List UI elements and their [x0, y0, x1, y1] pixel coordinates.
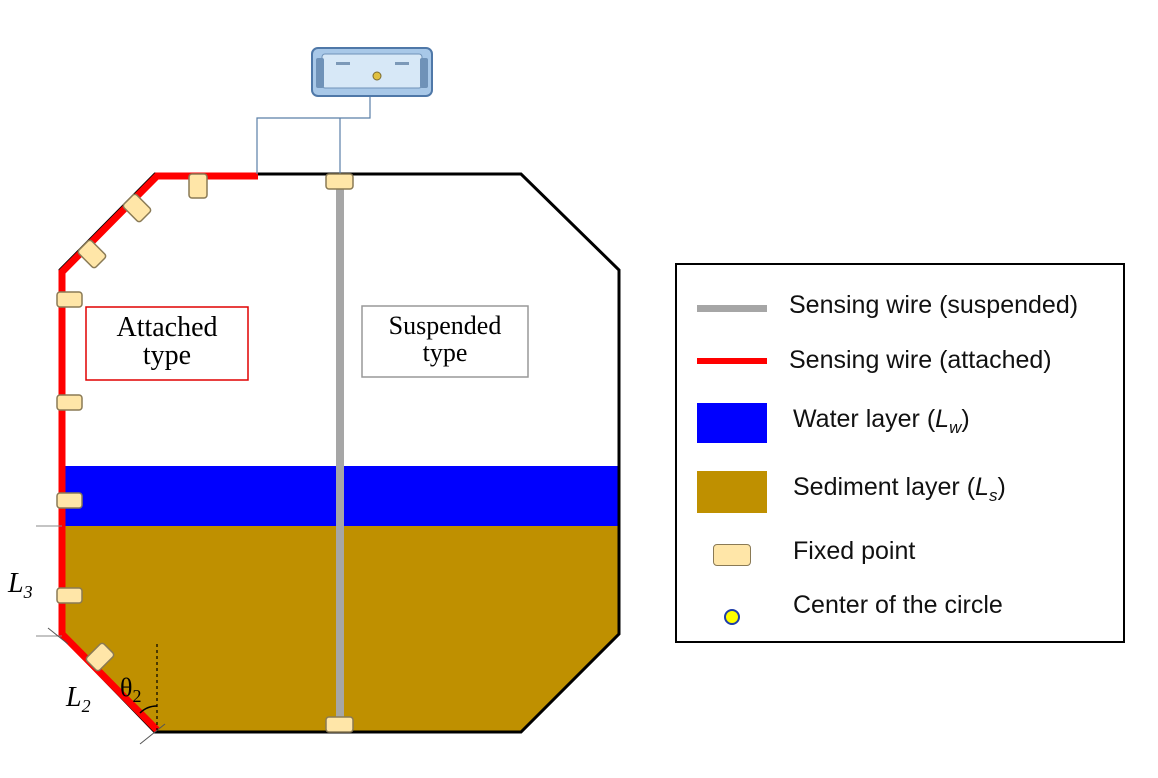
fixed-point [56, 291, 83, 308]
legend-row-sediment-layer: Sediment layer (Ls) [677, 469, 1123, 513]
legend-row-fixed-point: Fixed point [677, 533, 1123, 577]
fixed-points-suspended [325, 173, 354, 733]
attached-type-box [85, 306, 249, 381]
center-circle-swatch [724, 609, 740, 625]
suspended-type-box [361, 305, 529, 378]
dimension-tick [139, 723, 166, 745]
connection-line-attached [256, 96, 371, 174]
suspended-type-line1: Suspended [389, 311, 502, 340]
fixed-point [56, 394, 83, 411]
legend-label-attached-wire: Sensing wire (attached) [789, 346, 1052, 374]
fixed-point [85, 642, 115, 672]
L3-label-subscript: 3 [23, 582, 33, 602]
fixed-point [325, 716, 354, 733]
fixed-point-swatch [713, 544, 751, 566]
data-logger-icon [311, 47, 433, 97]
fixed-points-attached [56, 173, 208, 672]
fixed-point [56, 492, 83, 509]
sediment-layer-swatch [697, 471, 767, 513]
legend-label-suspended-wire: Sensing wire (suspended) [789, 291, 1079, 319]
fixed-point [56, 587, 83, 604]
legend-label-center-circle: Center of the circle [793, 591, 1003, 619]
fixed-point [188, 173, 208, 199]
attached-wire-swatch [697, 358, 767, 364]
theta2-label: θ2 [120, 673, 141, 706]
L2-label-subscript: 2 [82, 696, 91, 716]
legend-row-water-layer: Water layer (Lw) [677, 401, 1123, 445]
suspended-type-line2: type [423, 338, 468, 367]
legend-label-fixed-point: Fixed point [793, 537, 916, 565]
theta-arc [139, 705, 158, 714]
fixed-point [77, 239, 107, 269]
attached-type-line2: type [143, 340, 191, 371]
legend-row-suspended-wire: Sensing wire (suspended) [677, 287, 1123, 331]
theta2-label-subscript: 2 [132, 686, 141, 706]
fixed-point [122, 193, 152, 223]
dimension-tick [47, 627, 69, 645]
legend-row-center-circle: Center of the circle [677, 587, 1123, 631]
legend: Sensing wire (suspended) Sensing wire (a… [675, 263, 1125, 643]
attached-type-line1: Attached [116, 312, 217, 343]
fixed-point [325, 173, 354, 190]
L2-label: L2 [65, 682, 91, 716]
legend-label-water-layer: Water layer (Lw) [793, 405, 970, 437]
legend-row-attached-wire: Sensing wire (attached) [677, 342, 1123, 386]
legend-label-sediment-layer: Sediment layer (Ls) [793, 473, 1006, 505]
suspended-wire-swatch [697, 305, 767, 312]
L3-label: L3 [7, 568, 33, 602]
water-layer-swatch [697, 403, 767, 443]
